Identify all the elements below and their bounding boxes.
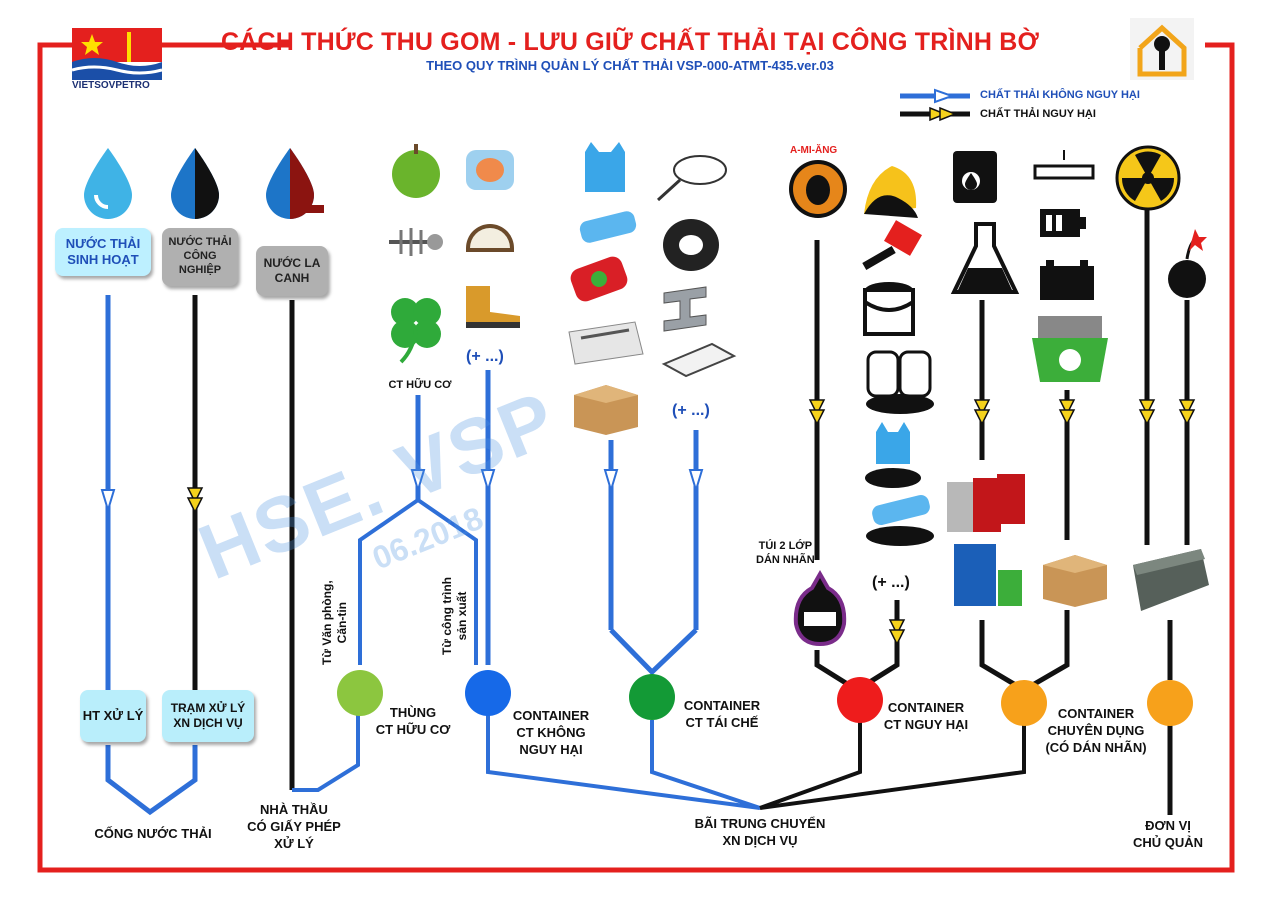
legend-non-hazardous: CHẤT THẢI KHÔNG NGUY HẠI — [980, 89, 1140, 101]
legend-hazardous: CHẤT THẢI NGUY HẠI — [980, 108, 1096, 120]
black-blue-drop-icon — [171, 148, 219, 219]
tire-icon — [663, 219, 719, 271]
battery-icon — [1040, 209, 1086, 237]
from-office-label: Từ Văn phòng, Căn-tin — [320, 580, 349, 665]
radiation-icon — [1115, 145, 1181, 211]
box-ht-xu-ly: HT XỬ LÝ — [80, 690, 146, 742]
bomb-icon — [1168, 229, 1207, 298]
special-container-label: CONTAINER CHUYÊN DỤNG (CÓ DÁN NHÃN) — [1045, 706, 1147, 755]
sewer-destination: CỐNG NƯỚC THẢI — [94, 826, 212, 841]
chemical-cans-icon — [954, 544, 1022, 606]
organic-more: (+ ...) — [466, 348, 504, 365]
line-special-join — [979, 610, 1070, 693]
transfer-destination: BÃI TRUNG CHUYỂN XN DỊCH VỤ — [694, 816, 826, 848]
line-special-to-transfer — [759, 725, 1026, 810]
special-container-dot — [1001, 680, 1047, 726]
source-sinh-hoat: NƯỚC THẢI SINH HOẠT — [55, 228, 151, 276]
oily-rag-icon — [864, 166, 918, 218]
clover-icon — [391, 298, 441, 364]
arrow-nonhaz-5 — [688, 469, 704, 494]
water-bottle-icon — [579, 211, 637, 243]
plastic-bag-icon — [585, 142, 625, 192]
organic-caption: CT HỮU CƠ — [388, 379, 452, 391]
arrow-nonhaz-1 — [100, 489, 116, 514]
newspaper-icon — [568, 321, 644, 365]
page-title: CÁCH THỨC THU GOM - LƯU GIỮ CHẤT THẢI TẠ… — [220, 28, 1040, 56]
hazardous-container-dot — [837, 677, 883, 723]
arrow-nonhaz-3 — [480, 469, 496, 494]
recycle-container-label: CONTAINER CT TÁI CHẾ — [683, 698, 761, 730]
non-hazardous-container-dot — [465, 670, 511, 716]
oily-bottle-icon — [866, 494, 934, 546]
car-battery-icon — [1040, 260, 1094, 300]
red-blue-drop-icon — [266, 148, 324, 219]
line-to-sewer — [105, 745, 198, 816]
paint-can-icon — [863, 282, 915, 336]
organic-bin-label: THÙNG CT HỮU CƠ — [375, 705, 451, 737]
paint-brush-icon — [862, 220, 922, 270]
asbestos-label: A-MI-ĂNG — [790, 145, 838, 156]
line-recycle-to-transfer — [650, 720, 761, 810]
gas-mask-icon — [789, 160, 847, 218]
logo-text: VIETSOVPETRO — [72, 80, 150, 91]
house-wrench-icon — [1130, 18, 1194, 80]
coconut-icon — [466, 224, 514, 252]
arrow-nonhaz-2 — [410, 469, 426, 494]
double-bag-label: TÚI 2 LỚP DÁN NHÃN — [756, 540, 815, 566]
ammo-box-icon — [1133, 549, 1209, 611]
blue-water-drop-icon — [84, 148, 132, 219]
non-hazardous-container-label: CONTAINER CT KHÔNG NGUY HẠI — [512, 708, 590, 757]
line-office — [358, 498, 420, 665]
recycle-more: (+ ...) — [672, 402, 710, 419]
oily-gloves-icon — [866, 350, 934, 414]
arrow-nonhaz-4 — [603, 469, 619, 494]
labeled-bag-icon — [793, 569, 847, 647]
contractor-destination: NHÀ THẦU CÓ GIẤY PHÉP XỬ LÝ — [247, 802, 341, 851]
line-recycle-join — [609, 628, 698, 676]
hazardous-container-label: CONTAINER CT NGUY HẠI — [883, 700, 969, 732]
steel-beam-icon — [663, 286, 707, 332]
wood-plank-icon — [661, 342, 737, 378]
page-subtitle: THEO QUY TRÌNH QUẢN LÝ CHẤT THẢI VSP-000… — [426, 58, 834, 73]
line-production — [416, 498, 478, 665]
recycle-container-dot — [629, 674, 675, 720]
drums-icon — [947, 474, 1025, 532]
line-nonhaz-to-transfer — [486, 705, 761, 810]
line-to-contractor — [292, 705, 360, 792]
hazard-arrows — [186, 399, 1196, 646]
can-icon — [570, 256, 628, 302]
apple-icon — [392, 144, 440, 198]
unit-destination: ĐƠN VỊ CHỦ QUẢN — [1132, 818, 1204, 850]
fluorescent-lamp-icon — [1033, 150, 1095, 180]
from-production-label: Từ công trình sản xuất — [440, 576, 469, 655]
oily-bag-icon — [865, 422, 921, 488]
organic-bin-dot — [337, 670, 383, 716]
boot-icon — [466, 286, 520, 328]
unit-container-dot — [1147, 680, 1193, 726]
flask-icon — [950, 222, 1020, 294]
fish-bone-icon — [389, 228, 443, 256]
vietsovpetro-logo — [72, 28, 162, 80]
source-cong-nghiep: NƯỚC THẢI CÔNG NGHIỆP — [162, 228, 238, 286]
line-haz-to-transfer — [759, 720, 862, 810]
glove-icon — [466, 150, 514, 190]
oil-drum-icon — [953, 151, 997, 203]
box-tram-xu-ly: TRẠM XỬ LÝ XN DỊCH VỤ — [162, 690, 254, 742]
cardboard-box-icon — [574, 385, 638, 435]
e-waste-bin-icon — [1032, 316, 1108, 382]
box-icon — [1043, 555, 1107, 607]
source-la-canh: NƯỚC LA CANH — [256, 246, 328, 296]
wine-glass-icon — [656, 155, 727, 202]
hazardous-more: (+ ...) — [872, 574, 910, 591]
